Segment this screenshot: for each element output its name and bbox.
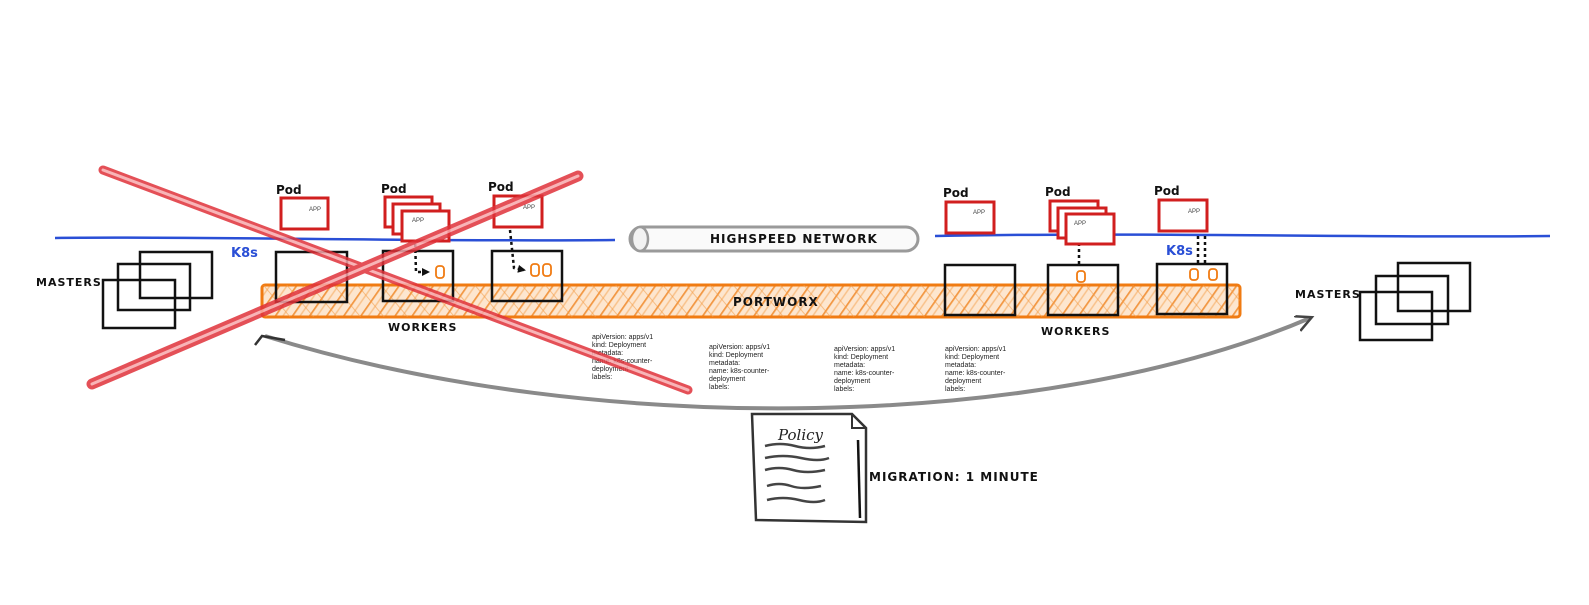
pod-label: Pod	[943, 186, 969, 200]
pod-label: Pod	[1045, 185, 1071, 199]
svg-text:metadata:: metadata:	[945, 362, 976, 369]
pod-volume-link	[508, 229, 526, 273]
highspeed-network-pipe: HIGHSPEED NETWORK	[628, 225, 920, 253]
svg-text:name: k8s-counter-: name: k8s-counter-	[945, 370, 1006, 377]
app-label: APP	[523, 205, 535, 211]
svg-text:labels:: labels:	[592, 374, 612, 381]
highspeed-network-label: HIGHSPEED NETWORK	[710, 232, 878, 246]
pod-right-2: Pod APP	[1045, 185, 1116, 246]
masters-left: MASTERS	[36, 250, 214, 330]
svg-text:apiVersion: apps/v1: apiVersion: apps/v1	[709, 344, 770, 351]
pod-label: Pod	[276, 183, 302, 197]
yaml-snippet: apiVersion: apps/v1 kind: Deployment met…	[945, 346, 1006, 393]
pod-right-3: Pod APP	[1154, 184, 1209, 233]
svg-text:apiVersion: apps/v1: apiVersion: apps/v1	[592, 334, 653, 341]
svg-text:labels:: labels:	[945, 386, 965, 393]
pod-label: Pod	[488, 180, 514, 194]
svg-text:kind: Deployment: kind: Deployment	[834, 354, 888, 361]
svg-text:deployment: deployment	[945, 378, 981, 385]
svg-text:deployment: deployment	[592, 366, 628, 373]
svg-text:kind: Deployment: kind: Deployment	[709, 352, 763, 359]
portworx-label: PORTWORX	[733, 295, 819, 309]
svg-text:metadata:: metadata:	[834, 362, 865, 369]
svg-text:metadata:: metadata:	[709, 360, 740, 367]
policy-title: Policy	[777, 426, 824, 444]
masters-right: MASTERS	[1295, 261, 1472, 342]
cross-out-icon	[86, 165, 693, 395]
svg-text:kind: Deployment: kind: Deployment	[592, 342, 646, 349]
svg-text:labels:: labels:	[834, 386, 854, 393]
workers-left-label: WORKERS	[388, 321, 457, 334]
k8s-network-line-left	[54, 236, 616, 242]
pod-label: Pod	[1154, 184, 1180, 198]
workers-right-label: WORKERS	[1041, 325, 1110, 338]
svg-text:deployment: deployment	[709, 376, 745, 383]
svg-text:name: k8s-counter-: name: k8s-counter-	[834, 370, 895, 377]
app-label: APP	[412, 218, 424, 224]
portworx-storage-layer: PORTWORX	[260, 283, 1242, 319]
masters-left-label: MASTERS	[36, 276, 102, 289]
pod-label: Pod	[381, 182, 407, 196]
policy-document-icon: Policy	[750, 412, 868, 524]
app-label: APP	[309, 207, 321, 213]
arrow-tail	[254, 334, 286, 346]
masters-right-label: MASTERS	[1295, 288, 1361, 301]
svg-text:metadata:: metadata:	[592, 350, 623, 357]
migration-arrow	[264, 318, 1310, 411]
yaml-snippet: apiVersion: apps/v1 kind: Deployment met…	[709, 344, 770, 391]
svg-text:apiVersion: apps/v1: apiVersion: apps/v1	[945, 346, 1006, 353]
app-label: APP	[1188, 209, 1200, 215]
app-label: APP	[1074, 221, 1086, 227]
svg-text:apiVersion: apps/v1: apiVersion: apps/v1	[834, 346, 895, 353]
pod-volume-link	[413, 237, 430, 276]
workers-right: WORKERS	[943, 236, 1229, 338]
k8s-right-label: K8s	[1166, 244, 1193, 259]
k8s-left-label: K8s	[231, 246, 258, 261]
app-label: APP	[973, 210, 985, 216]
volume-icon	[1189, 268, 1218, 281]
migration-time-label: MIGRATION: 1 MINUTE	[869, 470, 1039, 484]
volume-icon	[435, 265, 445, 279]
pod-left-1: Pod APP	[276, 183, 330, 231]
svg-text:kind: Deployment: kind: Deployment	[945, 354, 999, 361]
volume-icon	[530, 263, 552, 277]
svg-text:name: k8s-counter-: name: k8s-counter-	[709, 368, 770, 375]
svg-text:labels:: labels:	[709, 384, 729, 391]
svg-text:deployment: deployment	[834, 378, 870, 385]
pod-right-1: Pod APP	[943, 186, 996, 235]
volume-icon	[1076, 270, 1086, 283]
k8s-network-line-right	[934, 233, 1551, 238]
yaml-snippet: apiVersion: apps/v1 kind: Deployment met…	[834, 346, 895, 393]
